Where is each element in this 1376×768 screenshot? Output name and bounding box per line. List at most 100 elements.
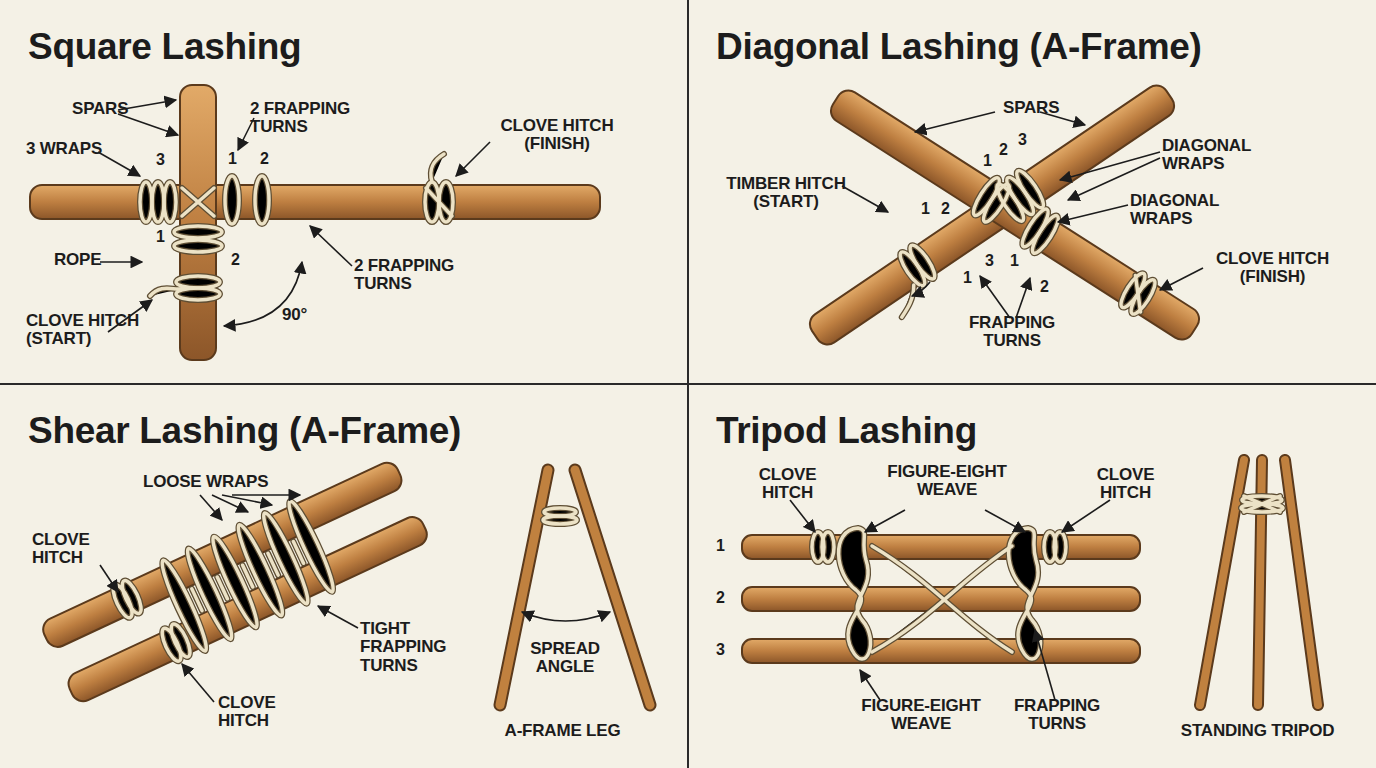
callout-number: 1 — [716, 537, 725, 554]
callout-label: DIAGONAL WRAPS — [1162, 137, 1292, 174]
illustration-part — [1062, 500, 1110, 532]
callout-number: 3 — [1018, 131, 1027, 148]
illustration-part — [100, 565, 118, 592]
illustration-part — [232, 494, 300, 496]
callout-number: 1 — [228, 150, 237, 167]
callout-label: CLOVE HITCH (START) — [26, 312, 156, 349]
illustration-part — [0, 383, 1376, 385]
illustration-part — [742, 639, 1140, 663]
illustration-part — [912, 282, 930, 296]
callout-number: 1 — [156, 228, 165, 245]
shear-lashing-art — [39, 459, 650, 705]
callout-number: 3 — [156, 151, 165, 168]
illustration-part — [100, 261, 142, 263]
illustration-part — [1016, 278, 1030, 318]
callout-number: 2 — [999, 141, 1008, 158]
callout-number: 3 — [716, 641, 725, 658]
illustration-part — [222, 495, 272, 505]
callout-label: FIGURE-EIGHT WEAVE — [846, 697, 996, 734]
illustration-part — [860, 670, 880, 700]
illustration-part — [109, 498, 339, 676]
illustration-part — [318, 606, 358, 628]
callout-number: 1 — [921, 200, 930, 217]
lashing-panel: Shear Lashing (A-Frame) — [0, 384, 688, 768]
illustration-part — [870, 168, 1160, 319]
callout-label: FRAPPING TURNS — [962, 314, 1062, 351]
illustration-part — [812, 528, 1066, 659]
illustration-part — [522, 612, 610, 621]
callout-label: 2 FRAPPING TURNS — [250, 100, 362, 137]
callout-number: 2 — [716, 589, 725, 606]
illustration-part — [1241, 496, 1283, 512]
illustration-part — [109, 498, 339, 676]
callout-number: 2 — [260, 150, 269, 167]
illustration-part — [865, 510, 905, 532]
illustration-part — [456, 142, 490, 176]
illustration-part — [543, 508, 577, 524]
callout-label: CLOVE HITCH — [32, 531, 112, 568]
illustration-part — [870, 168, 1160, 319]
callout-label: CLOVE HITCH — [1088, 466, 1163, 503]
panel-heading: Tripod Lashing — [716, 410, 977, 452]
callout-label: LOOSE WRAPS — [143, 473, 268, 491]
callout-label: FRAPPING TURNS — [1002, 697, 1112, 734]
illustration-part — [1241, 496, 1283, 512]
illustration-part — [1200, 460, 1244, 705]
illustration-part — [182, 664, 214, 702]
callout-label: A-FRAME LEG — [490, 722, 635, 740]
illustration-part — [790, 500, 815, 532]
illustration-part — [98, 152, 140, 176]
illustration-part — [742, 535, 1140, 559]
illustration-part — [980, 276, 1010, 318]
callout-label: STANDING TRIPOD — [1165, 722, 1350, 740]
illustration-part — [1200, 460, 1244, 705]
callout-label: DIAGONAL WRAPS — [1130, 192, 1260, 229]
illustration-part — [212, 495, 248, 512]
callout-label: FIGURE-EIGHT WEAVE — [872, 463, 1022, 500]
callout-number: 2 — [231, 251, 240, 268]
callout-number: 3 — [985, 252, 994, 269]
callout-label: 2 FRAPPING TURNS — [354, 257, 466, 294]
callout-label: SPARS — [1003, 99, 1059, 117]
callout-label: CLOVE HITCH — [218, 694, 293, 731]
illustration-part — [1058, 205, 1128, 222]
illustration-part — [1035, 630, 1055, 700]
callout-number: 2 — [1040, 278, 1049, 295]
callout-label: ROPE — [54, 251, 101, 269]
illustration-part — [1241, 496, 1283, 512]
illustration-part — [1060, 152, 1160, 180]
panel-heading: Square Lashing — [28, 26, 301, 68]
callout-number: 1 — [983, 152, 992, 169]
illustration-part — [1285, 460, 1318, 705]
callout-number: 1 — [1010, 252, 1019, 269]
callout-label: TIGHT FRAPPING TURNS — [360, 620, 455, 675]
callout-label: TIMBER HITCH (START) — [716, 175, 856, 212]
illustration-part — [842, 186, 888, 212]
illustration-part — [1285, 460, 1318, 705]
callout-label: SPARS — [72, 100, 128, 118]
panel-heading: Diagonal Lashing (A-Frame) — [716, 26, 1202, 68]
callout-label: CLOVE HITCH (FINISH) — [1205, 250, 1340, 287]
illustration-part — [812, 528, 1066, 659]
callout-label: CLOVE HITCH — [750, 466, 825, 503]
callout-label: SPREAD ANGLE — [520, 640, 610, 677]
illustration-part — [310, 226, 352, 266]
illustration-part — [543, 508, 577, 524]
illustration-part — [1160, 268, 1203, 290]
callout-label: 3 WRAPS — [26, 140, 102, 158]
illustration-part — [812, 528, 1066, 659]
callout-label: 90° — [282, 306, 307, 324]
illustration-part — [985, 510, 1025, 532]
callout-label: CLOVE HITCH (FINISH) — [492, 117, 622, 154]
illustration-part — [30, 185, 600, 219]
illustration-part — [543, 508, 577, 524]
illustration-part — [870, 168, 1160, 319]
panel-heading: Shear Lashing (A-Frame) — [28, 410, 461, 452]
illustration-part — [180, 85, 216, 360]
illustration-part — [915, 112, 995, 132]
illustration-part — [109, 498, 339, 676]
callout-number: 1 — [963, 269, 972, 286]
tripod-lashing-art — [742, 460, 1318, 705]
